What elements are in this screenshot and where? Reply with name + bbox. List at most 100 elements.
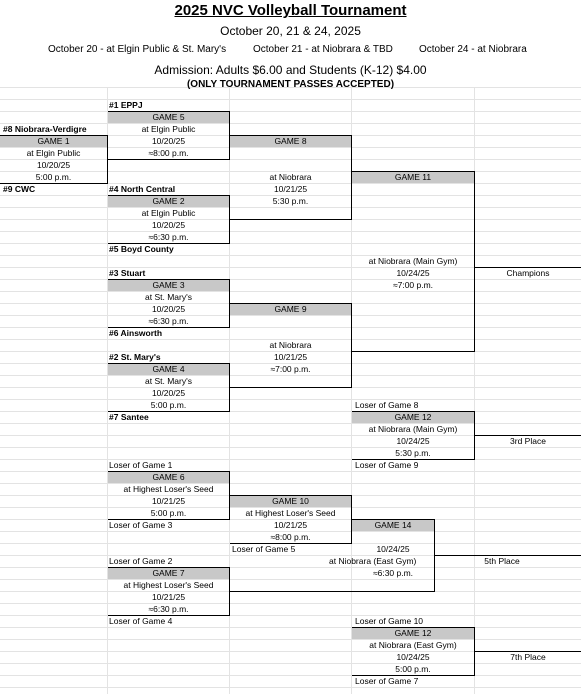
game-5-label: GAME 5: [152, 112, 185, 122]
bracket-line: [230, 387, 352, 388]
bracket-line: [352, 675, 475, 676]
seed-9: #9 CWC: [3, 184, 36, 194]
sites-oct24: October 24 - at Niobrara: [419, 44, 527, 55]
game-4-time: 5:00 p.m.: [150, 400, 187, 410]
bracket-line: [474, 171, 475, 352]
loser-game-4: Loser of Game 4: [109, 616, 173, 626]
loser-game-1: Loser of Game 1: [109, 460, 173, 470]
game-6-site: at Highest Loser's Seed: [123, 484, 214, 494]
bracket-line: [352, 351, 475, 352]
bracket-line: [229, 111, 230, 160]
game-10-site: at Highest Loser's Seed: [245, 508, 336, 518]
game-5-date: 10/20/25: [151, 136, 186, 146]
loser-game-9: Loser of Game 9: [355, 460, 419, 470]
game-14-label: GAME 14: [374, 520, 412, 530]
game-1-date: 10/20/25: [36, 160, 71, 170]
champions-label: Champions: [506, 268, 550, 278]
loser-game-5: Loser of Game 5: [232, 544, 296, 554]
bracket-line: [107, 135, 108, 184]
game-1-label: GAME 1: [37, 136, 70, 146]
seed-3: #3 Stuart: [109, 268, 146, 278]
game-12b-time: 5:00 p.m.: [395, 664, 431, 674]
game-11-label: GAME 11: [394, 172, 432, 182]
game-10-time: ≈8:00 p.m.: [270, 532, 311, 542]
game-2-time: ≈6:30 p.m.: [148, 232, 189, 242]
bracket-line: [0, 135, 107, 136]
game-9-label: GAME 9: [274, 304, 307, 314]
game-3-time: ≈6:30 p.m.: [148, 316, 189, 326]
bracket-line: [108, 327, 230, 328]
game-11-shade: [352, 171, 474, 183]
bracket-line: [352, 171, 475, 172]
bracket-line: [108, 567, 230, 568]
bracket-line: [108, 363, 230, 364]
game-12a-label: GAME 12: [394, 412, 432, 422]
game-8-shade: [230, 135, 351, 147]
game-7-date: 10/21/25: [151, 592, 186, 602]
game-3-label: GAME 3: [152, 280, 185, 290]
bracket-line: [229, 363, 230, 412]
bracket-line: [351, 303, 352, 388]
loser-game-2: Loser of Game 2: [109, 556, 173, 566]
seed-8: #8 Niobrara-Verdigre: [3, 124, 87, 134]
game-5-shade: [108, 111, 229, 123]
game-7-time: ≈6:30 p.m.: [148, 604, 189, 614]
bracket-line: [108, 159, 230, 160]
admission-text: Admission: Adults $6.00 and Students (K-…: [154, 63, 427, 77]
game-1-time: 5:00 p.m.: [35, 172, 72, 182]
loser-game-8: Loser of Game 8: [355, 400, 419, 410]
game-3-site: at St. Mary's: [145, 292, 192, 302]
game-2-label: GAME 2: [152, 196, 185, 206]
page-title: 2025 NVC Volleyball Tournament: [174, 2, 407, 19]
game-11-date: 10/24/25: [396, 268, 430, 278]
bracket-line: [108, 519, 230, 520]
game-12b-label: GAME 12: [394, 628, 432, 638]
fifth-place-label: 5th Place: [484, 556, 520, 566]
sites-oct21: October 21 - at Niobrara & TBD: [253, 44, 393, 55]
game-10-label: GAME 10: [272, 496, 309, 506]
game-1-shade: [0, 135, 107, 147]
game-7-shade: [108, 567, 229, 579]
seed-7: #7 Santee: [109, 412, 149, 422]
bracket-line: [352, 519, 435, 520]
game-14-shade: [352, 519, 434, 531]
bracket-line: [108, 279, 230, 280]
game-12b-site: at Niobrara (East Gym): [369, 640, 457, 650]
sites-oct20: October 20 - at Elgin Public & St. Mary'…: [48, 44, 227, 55]
game-12a-time: 5:30 p.m.: [395, 448, 431, 458]
bracket-line: [351, 495, 352, 544]
game-14-site: at Niobrara (East Gym): [329, 556, 417, 566]
game-9-date: 10/21/25: [273, 352, 308, 362]
seventh-place-label: 7th Place: [510, 652, 546, 662]
bracket-line: [475, 435, 581, 436]
game-8-site: at Niobrara: [269, 172, 312, 182]
game-12a-shade: [352, 411, 474, 423]
bracket-line: [351, 135, 352, 220]
game-10-shade: [230, 495, 351, 507]
bracket-line: [475, 651, 581, 652]
game-1-site: at Elgin Public: [26, 148, 81, 158]
seed-5: #5 Boyd County: [109, 244, 174, 254]
game-9-site: at Niobrara: [269, 340, 312, 350]
game-10-date: 10/21/25: [273, 520, 308, 530]
game-14-date: 10/24/25: [376, 544, 410, 554]
third-place-label: 3rd Place: [510, 436, 546, 446]
game-4-label: GAME 4: [152, 364, 185, 374]
loser-game-3: Loser of Game 3: [109, 520, 173, 530]
game-12b-shade: [352, 627, 474, 639]
game-2-site: at Elgin Public: [141, 208, 196, 218]
game-11-time: ≈7:00 p.m.: [392, 280, 434, 290]
game-12a-date: 10/24/25: [396, 436, 430, 446]
bracket-line: [229, 471, 230, 520]
game-2-shade: [108, 195, 229, 207]
bracket-line: [229, 567, 230, 616]
bracket-line: [108, 111, 230, 112]
bracket-line: [352, 459, 475, 460]
bracket-line: [229, 279, 230, 328]
game-3-shade: [108, 279, 229, 291]
bracket-line: [434, 519, 435, 592]
bracket-line: [0, 183, 107, 184]
seed-6: #6 Ainsworth: [109, 328, 163, 338]
game-9-shade: [230, 303, 351, 315]
